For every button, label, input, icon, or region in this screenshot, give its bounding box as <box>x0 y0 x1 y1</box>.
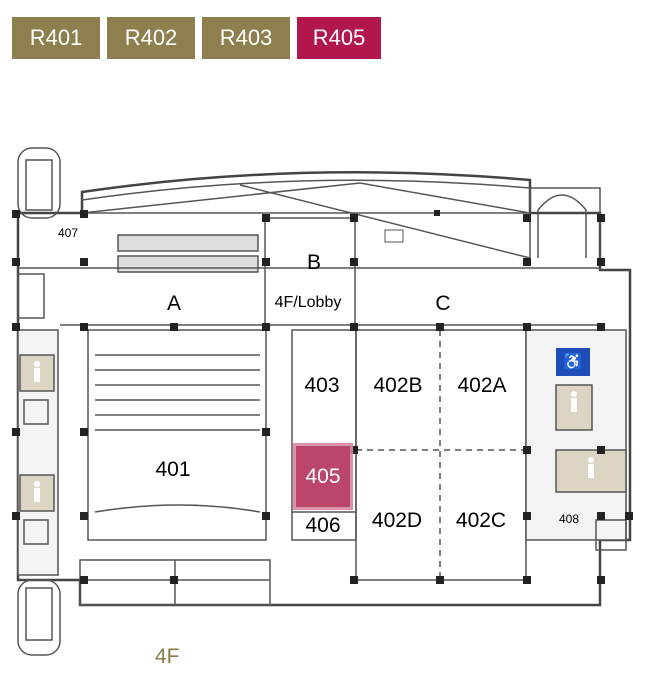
room-406-label[interactable]: 406 <box>305 514 341 537</box>
tab-r402[interactable]: R402 <box>107 17 195 59</box>
area-a-label: A <box>166 292 182 315</box>
tab-r403[interactable]: R403 <box>202 17 290 59</box>
area-c-label: C <box>435 292 451 315</box>
room-403-label[interactable]: 403 <box>304 374 340 397</box>
room-405-label: 405 <box>305 464 341 488</box>
room-405-highlight[interactable] <box>293 443 353 510</box>
tab-r405[interactable]: R405 <box>297 17 381 59</box>
room-407-label: 407 <box>57 226 79 240</box>
wheelchair-icon: ♿ <box>556 348 590 376</box>
person-icon <box>34 361 594 502</box>
room-402c-label[interactable]: 402C <box>455 509 507 532</box>
room-402b-label[interactable]: 402B <box>373 374 423 397</box>
floor-label: 4F <box>155 645 180 668</box>
room-402a-label[interactable]: 402A <box>457 374 507 397</box>
lobby-label: 4F/Lobby <box>274 294 342 311</box>
room-402d-label[interactable]: 402D <box>371 509 423 532</box>
room-401-label[interactable]: 401 <box>155 458 191 481</box>
area-b-label: B <box>306 251 322 274</box>
tab-r401[interactable]: R401 <box>12 17 100 59</box>
room-408-label: 408 <box>558 512 580 526</box>
